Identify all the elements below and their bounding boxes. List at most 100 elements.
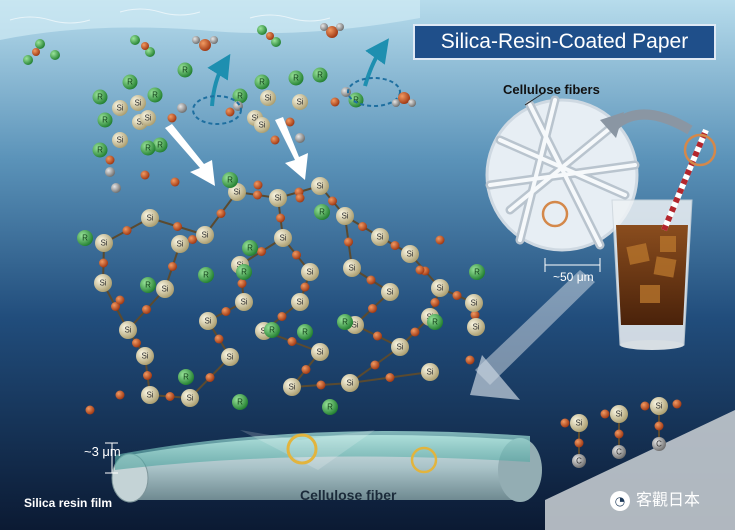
- svg-text:R: R: [97, 146, 103, 155]
- svg-text:Si: Si: [472, 323, 479, 332]
- si-atom: [381, 283, 399, 301]
- svg-text:Si: Si: [306, 268, 313, 277]
- o-atom: [316, 380, 326, 390]
- c-atom: [652, 437, 666, 451]
- o-atom: [225, 107, 235, 117]
- o-atom: [410, 327, 420, 337]
- r-group: [177, 62, 193, 78]
- si-atom: [431, 279, 449, 297]
- svg-text:Si: Si: [186, 394, 193, 403]
- si-atom: [140, 110, 156, 126]
- si-atom: [94, 274, 112, 292]
- r-group: [198, 267, 214, 283]
- svg-text:Si: Si: [396, 343, 403, 352]
- r-group: [232, 88, 248, 104]
- svg-text:R: R: [152, 91, 158, 100]
- si-atom: [292, 94, 308, 110]
- r-group: [288, 70, 304, 86]
- svg-text:R: R: [227, 176, 233, 185]
- o-atom: [370, 360, 380, 370]
- r-group: [140, 277, 156, 293]
- si-atom: [112, 132, 128, 148]
- svg-text:Si: Si: [274, 194, 281, 203]
- surface-chem-inset: [545, 410, 735, 530]
- si-atom: [156, 280, 174, 298]
- svg-text:R: R: [237, 92, 243, 101]
- o-atom: [168, 262, 177, 271]
- si-atom: [130, 95, 146, 111]
- si-atom: [391, 338, 409, 356]
- svg-text:Si: Si: [201, 231, 208, 240]
- svg-text:C: C: [656, 440, 662, 449]
- o-atom: [105, 155, 115, 165]
- o-atom: [301, 365, 311, 374]
- resin-film-layer: [115, 430, 530, 470]
- si-atom: [467, 318, 485, 336]
- svg-text:Si: Si: [341, 212, 348, 221]
- o-atom: [115, 295, 125, 305]
- water-surface: [0, 0, 420, 40]
- o-atom: [143, 371, 152, 380]
- svg-text:R: R: [342, 318, 348, 327]
- si-atom: [610, 405, 628, 423]
- svg-text:R: R: [259, 78, 265, 87]
- svg-text:Si: Si: [144, 114, 151, 123]
- o-atom: [452, 291, 462, 300]
- svg-text:Si: Si: [575, 419, 582, 428]
- h-atom: [295, 133, 305, 143]
- r-group: [35, 39, 45, 49]
- water-release-arrow-right: [363, 38, 389, 87]
- zoom-ring-surface: [410, 446, 438, 474]
- svg-text:Si: Si: [288, 383, 295, 392]
- svg-text:R: R: [182, 66, 188, 75]
- svg-text:Si: Si: [279, 234, 286, 243]
- svg-text:R: R: [82, 234, 88, 243]
- o-atom: [672, 399, 682, 409]
- r-group: [257, 25, 267, 35]
- r-group: [50, 50, 60, 60]
- si-atom: [112, 100, 128, 116]
- svg-text:Si: Si: [116, 104, 123, 113]
- r-group: [145, 47, 155, 57]
- o-atom: [373, 331, 382, 341]
- h-atom: [105, 167, 115, 177]
- o-atom: [368, 304, 377, 313]
- o-atom: [221, 307, 231, 316]
- r-group: [147, 87, 163, 103]
- o-atom: [328, 196, 337, 206]
- r-group: [122, 74, 138, 90]
- si-atom: [341, 374, 359, 392]
- o-atom: [614, 429, 624, 439]
- o-atom: [173, 222, 182, 231]
- si-atom: [141, 386, 159, 404]
- svg-text:R: R: [241, 268, 247, 277]
- r-group: [427, 314, 443, 330]
- svg-text:C: C: [616, 448, 622, 457]
- o-atom: [99, 258, 108, 268]
- svg-text:R: R: [145, 144, 151, 153]
- si-atom: [274, 229, 292, 247]
- svg-text:Si: Si: [316, 348, 323, 357]
- svg-text:R: R: [183, 373, 189, 382]
- r-group: [271, 37, 281, 47]
- svg-text:Si: Si: [146, 214, 153, 223]
- zoom-arrow-big: [475, 270, 595, 385]
- r-group: [232, 394, 248, 410]
- svg-text:Si: Si: [251, 114, 258, 123]
- svg-text:Si: Si: [296, 98, 303, 107]
- o-atom: [430, 298, 440, 307]
- r-group: [314, 204, 330, 220]
- o-atom: [330, 97, 340, 107]
- zoom-cone-left: [240, 430, 375, 470]
- reaction-arrow-left: [165, 124, 215, 186]
- r-group: [264, 322, 280, 338]
- si-atom: [119, 321, 137, 339]
- o-atom: [470, 310, 480, 320]
- r-group: [97, 112, 113, 128]
- o-atom: [560, 418, 570, 428]
- o-atom: [574, 438, 584, 448]
- c-atom: [612, 445, 626, 459]
- o-atom: [266, 32, 274, 40]
- svg-text:Si: Si: [161, 285, 168, 294]
